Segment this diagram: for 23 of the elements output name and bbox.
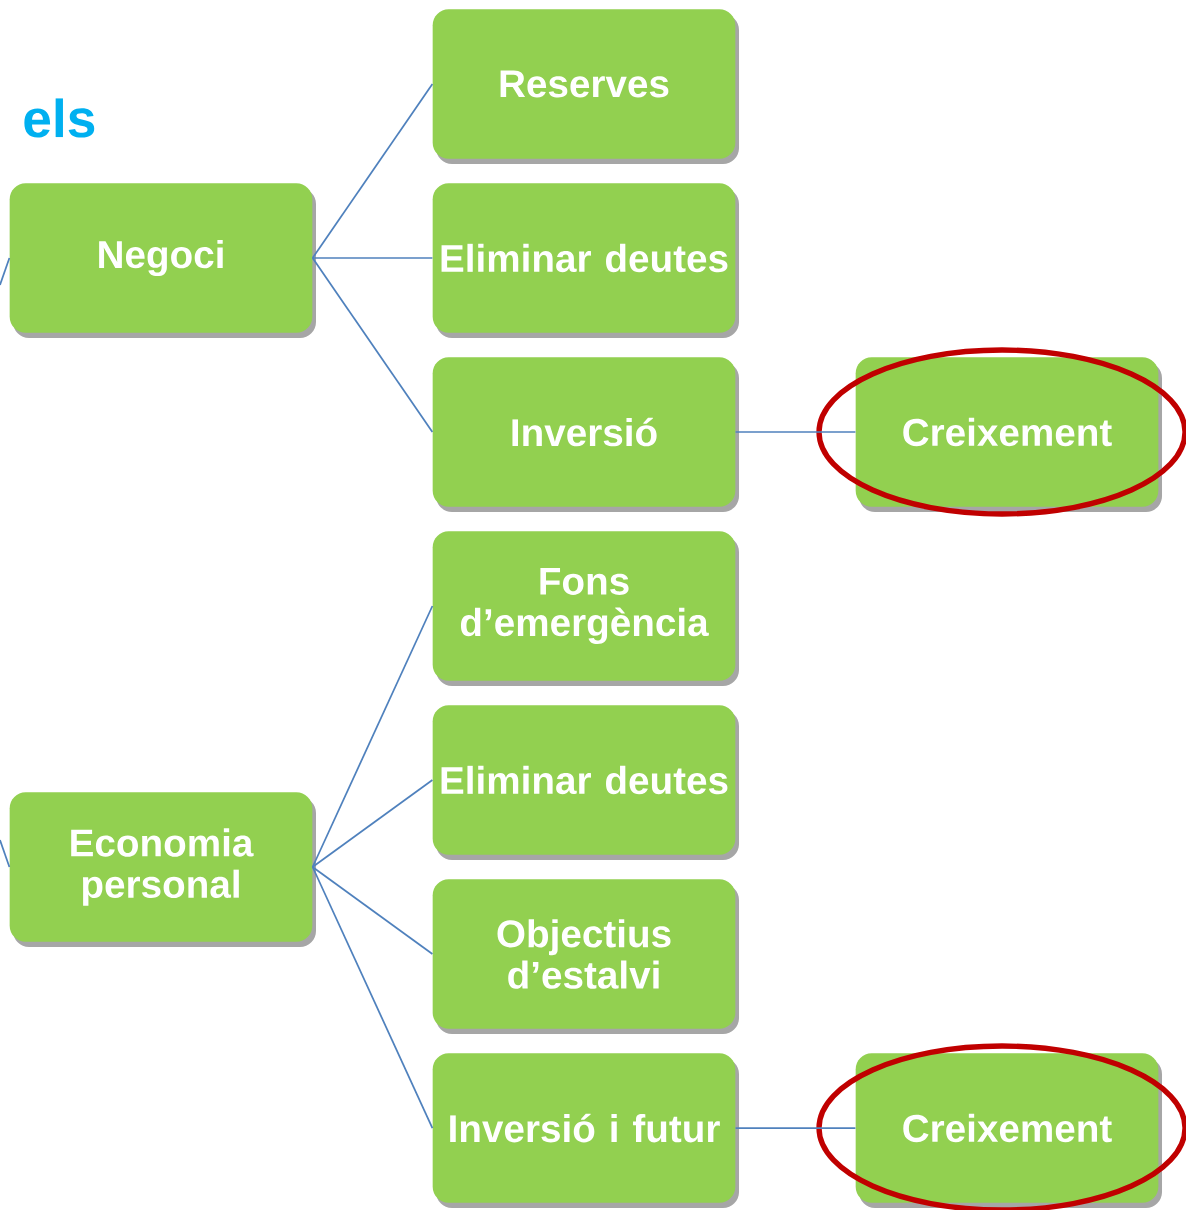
connector (0, 257, 11, 286)
process-box: Inversió (432, 357, 739, 512)
process-box: Objectius d’estalvi (432, 879, 739, 1034)
process-box: Eliminar deutes (432, 705, 739, 860)
connector (0, 839, 11, 868)
process-box: Negoci (9, 183, 316, 338)
process-box: Creixement (855, 357, 1162, 512)
connector (734, 1127, 857, 1129)
process-box: Eliminar deutes (432, 183, 739, 338)
connector (311, 866, 434, 955)
connector (311, 779, 434, 868)
process-box: Inversió i futur (432, 1053, 739, 1208)
connector (311, 257, 434, 259)
connector (311, 257, 434, 433)
process-box: Creixement (855, 1053, 1162, 1208)
process-box: Reserves (432, 9, 739, 164)
connector (311, 605, 434, 868)
process-box: Fons d’emergència (432, 531, 739, 686)
connector (311, 866, 434, 1129)
connector (734, 431, 857, 433)
title: els (24, 98, 95, 138)
process-box: Economia personal (9, 792, 316, 947)
connector (311, 83, 434, 259)
